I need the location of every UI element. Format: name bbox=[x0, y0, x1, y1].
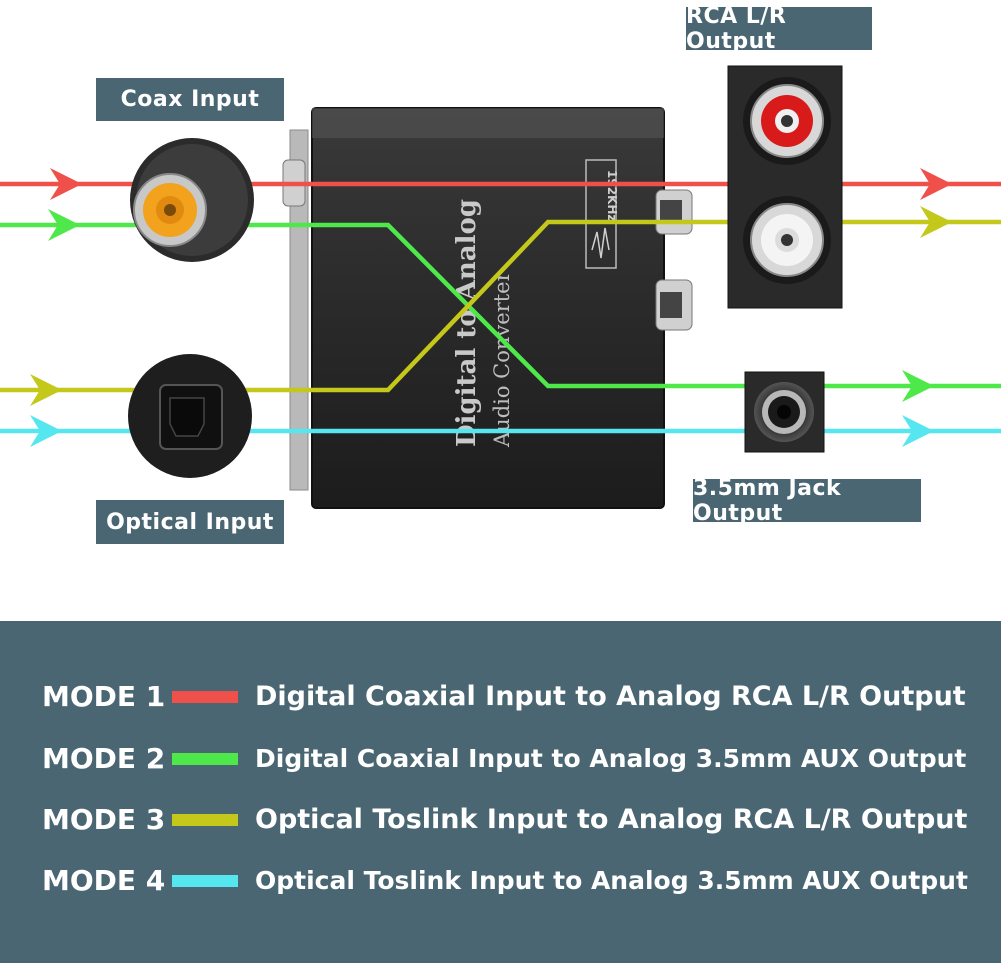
legend-row-mode3: MODE 3 Optical Toslink Input to Analog R… bbox=[0, 800, 1001, 840]
rca-output-connector bbox=[727, 65, 843, 309]
coax-connector bbox=[130, 138, 254, 262]
jack-output-label: 3.5mm Jack Output bbox=[693, 476, 921, 526]
mode-label: MODE 2 bbox=[42, 742, 166, 775]
svg-text:192KHz: 192KHz bbox=[605, 170, 619, 221]
mode-label: MODE 4 bbox=[42, 864, 166, 897]
mode-description: Optical Toslink Input to Analog 3.5mm AU… bbox=[255, 866, 968, 895]
signal-diagram: Digital to Analog Audio Converter 192KHz bbox=[0, 65, 1001, 509]
mode1-swatch bbox=[172, 691, 238, 703]
rca-output-label: RCA L/R Output bbox=[686, 4, 872, 54]
optical-connector bbox=[128, 354, 252, 478]
mode-legend: MODE 1 Digital Coaxial Input to Analog R… bbox=[0, 621, 1001, 963]
mode-description: Digital Coaxial Input to Analog RCA L/R … bbox=[255, 681, 966, 712]
legend-row-mode1: MODE 1 Digital Coaxial Input to Analog R… bbox=[0, 677, 1001, 717]
mode-label: MODE 3 bbox=[42, 803, 166, 836]
converter-device: Digital to Analog Audio Converter 192KHz bbox=[282, 107, 693, 509]
jack-output-connector bbox=[744, 371, 825, 453]
mode-description: Digital Coaxial Input to Analog 3.5mm AU… bbox=[255, 744, 967, 773]
mode2-swatch bbox=[172, 753, 238, 765]
device-subtitle: Audio Converter bbox=[490, 270, 514, 448]
device-side-jack-bottom bbox=[655, 279, 693, 331]
legend-row-mode4: MODE 4 Optical Toslink Input to Analog 3… bbox=[0, 861, 1001, 901]
mode4-swatch bbox=[172, 875, 238, 887]
mode-description: Optical Toslink Input to Analog RCA L/R … bbox=[255, 804, 968, 835]
coax-input-label: Coax Input bbox=[96, 78, 284, 121]
mode3-swatch bbox=[172, 814, 238, 826]
legend-row-mode2: MODE 2 Digital Coaxial Input to Analog 3… bbox=[0, 739, 1001, 779]
optical-input-label: Optical Input bbox=[96, 500, 284, 544]
device-side-jack-top bbox=[655, 189, 693, 235]
mode-label: MODE 1 bbox=[42, 680, 166, 713]
device-title: Digital to Analog bbox=[452, 199, 482, 447]
